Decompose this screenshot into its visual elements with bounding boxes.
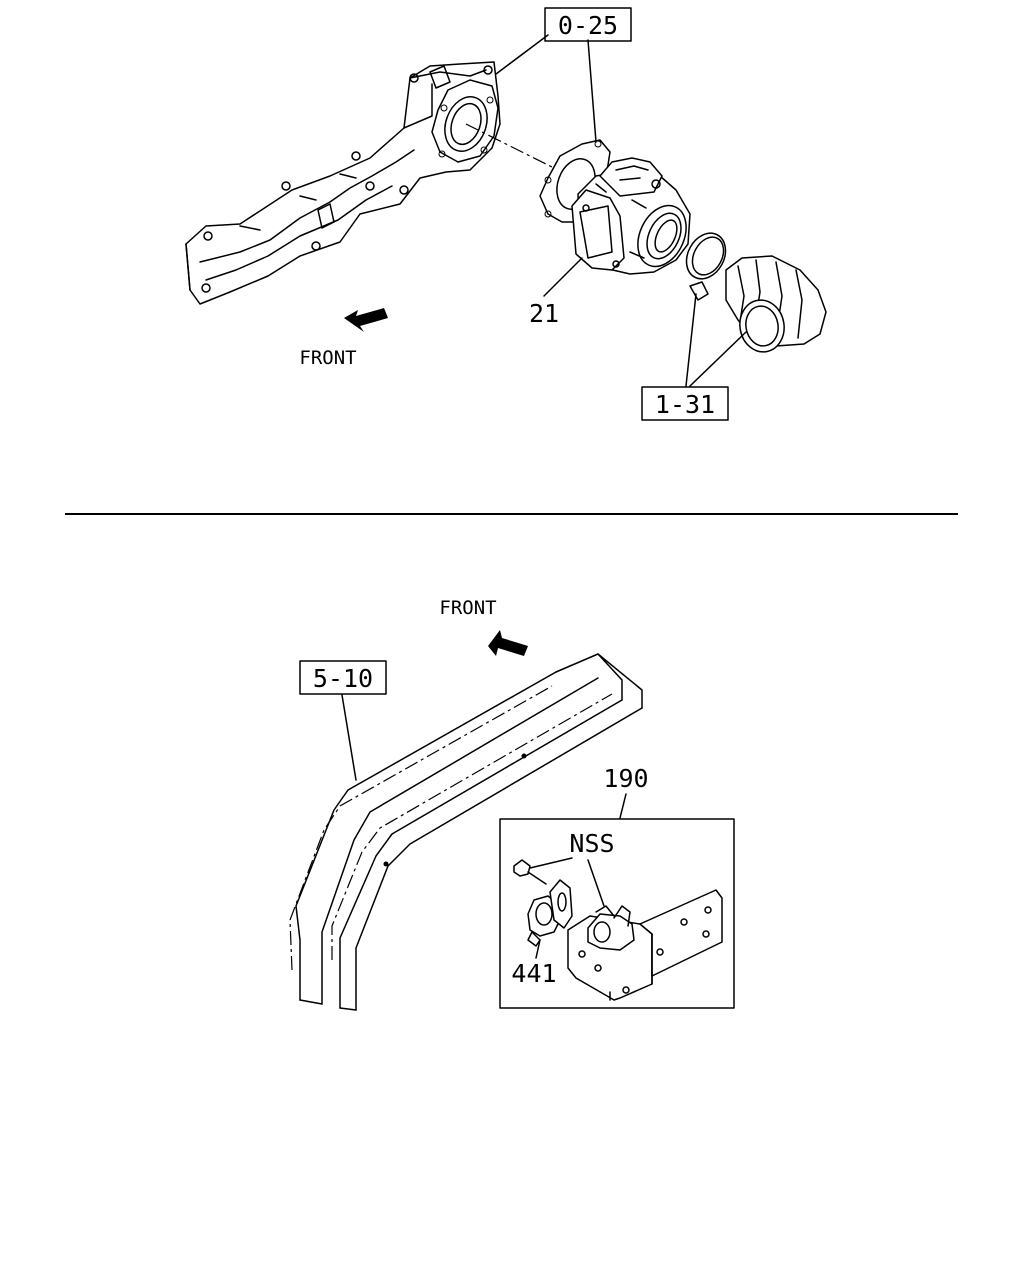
bolt [513, 859, 547, 885]
bracket [567, 889, 723, 1001]
front-arrow-icon [344, 308, 388, 332]
callout-box-0-25 [544, 7, 632, 42]
callout-box-5-10 [299, 660, 387, 695]
callout-1-31: 1-31 [655, 390, 715, 419]
callout-5-10: 5-10 [313, 664, 373, 693]
front-label-top: FRONT [299, 347, 356, 369]
detail-box [499, 818, 735, 1009]
sensor [527, 879, 573, 947]
callout-nss: NSS [569, 829, 614, 858]
callout-box-1-31 [641, 386, 729, 421]
front-arrow-icon [488, 630, 528, 656]
bottom-assembly: FRONT 5-10 190 NSS 441 [289, 597, 735, 1011]
front-label-bottom: FRONT [439, 597, 496, 619]
callout-0-25: 0-25 [558, 11, 618, 40]
callout-441: 441 [511, 959, 556, 988]
top-assembly: 0-25 21 1-31 FRONT [185, 7, 827, 421]
callout-21: 21 [529, 299, 559, 328]
throttle-body [571, 157, 691, 275]
frame-rail [289, 653, 643, 1011]
air-hose [725, 255, 827, 353]
intake-manifold [185, 61, 501, 305]
callout-190: 190 [603, 764, 648, 793]
